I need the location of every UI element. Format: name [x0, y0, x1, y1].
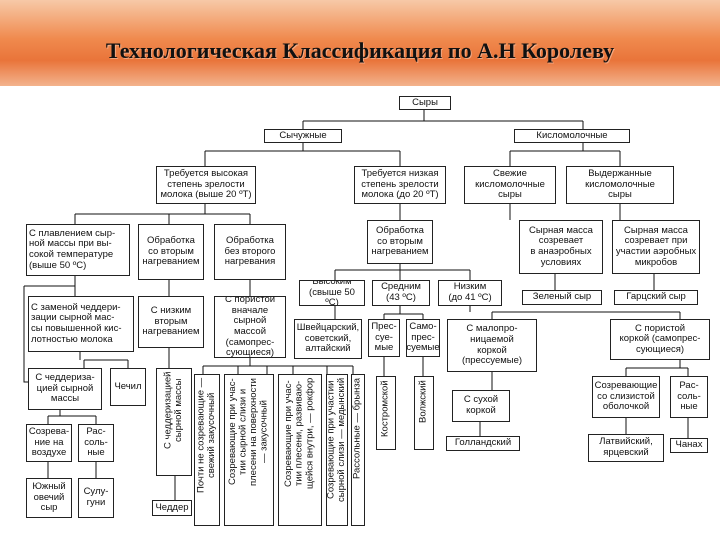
node-anaerobic: Сырная масса созревает в анаэробных усло…: [519, 220, 603, 274]
connector: [383, 357, 424, 376]
node-brine-right: Рас- соль- ные: [670, 376, 708, 418]
connector: [509, 141, 621, 166]
node-cheddar-replace: С заменой чеддери- зации сырной мас- сы …: [28, 296, 134, 352]
node-low-porous-rind: С малопро- ницаемой коркой (прессуемые): [447, 319, 537, 372]
connector: [204, 141, 401, 166]
node-high-maturity: Требуется высокая степень зрелости молок…: [156, 166, 256, 204]
node-chanakh: Чанах: [670, 438, 708, 453]
node-sour-milk: Кисломолочные: [514, 129, 630, 143]
node-cheddar: Чеддер: [152, 500, 192, 516]
node-mid-temp: Средним (43 ºС): [372, 280, 430, 306]
node-slimy-rind: Созревающие со слизистой оболочкой: [592, 376, 660, 418]
connector: [383, 306, 424, 319]
node-porous-rind: С пористой коркой (самопрес- сующиеся): [610, 319, 710, 360]
connector: [509, 204, 621, 220]
connector: [625, 360, 689, 376]
node-no-second-heating: Обработка без второго нагревания: [214, 224, 286, 280]
node-mold-surface: Созревающие при учас- тии сырной слизи и…: [224, 374, 274, 526]
connector: [202, 358, 354, 374]
node-melt-high-temp: С плавлением сыр- ной массы при вы- соко…: [26, 224, 130, 276]
node-aerobic: Сырная масса созревает при участии аэроб…: [612, 220, 700, 274]
connector: [24, 276, 76, 296]
node-low-temp: Низким (до 41 ºС): [438, 280, 502, 306]
title-banner: [0, 0, 720, 86]
node-zeleny: Зеленый сыр: [522, 290, 602, 305]
node-self-pressed: Само- прес- суемые: [406, 319, 440, 357]
node-low-second-heating: Обработка со вторым нагреванием: [367, 220, 433, 264]
node-brine-vertical: Рассольные — брынза: [351, 374, 365, 526]
node-aged-sour: Выдержанные кисломолочные сыры: [566, 166, 674, 204]
node-chechil: Чечил: [110, 368, 146, 406]
node-dutch: Голландский: [446, 436, 520, 451]
node-cheddar-vertical: С чеддеризацией сырной массы: [156, 368, 192, 476]
node-suluguni: Сулу- гуни: [78, 478, 114, 518]
connector: [74, 204, 251, 224]
node-ripen-air: Созрева- ние на воздухе: [26, 424, 72, 462]
node-kostroma: Костромской: [376, 376, 396, 450]
node-fresh-sour: Свежие кисломолочные сыры: [464, 166, 556, 204]
connector: [302, 110, 584, 129]
node-dry-rind: С сухой коркой: [452, 390, 510, 422]
connector: [334, 264, 471, 280]
node-pressed: Прес- суе- мые: [368, 319, 400, 357]
connector: [47, 410, 97, 424]
node-garsky: Гарцский сыр: [614, 290, 698, 305]
node-porous-top: С пористой вначале сырной массой (самопр…: [214, 296, 286, 358]
connector: [469, 306, 681, 319]
node-slime: Созревающие при участии сырной слизи — м…: [326, 374, 348, 526]
node-low-maturity: Требуется низкая степень зрелости молока…: [354, 166, 446, 204]
node-rennet: Сычужные: [264, 129, 342, 143]
node-cheeses: Сыры: [399, 96, 451, 110]
node-mold-inside: Созревающие при учас- тии плесени, разви…: [278, 374, 322, 526]
node-almost-none: Почти не созревающие — свежий закусочный: [194, 374, 220, 526]
node-swiss: Швейцарский, советский, алтайский: [294, 319, 362, 359]
node-cheddar-mass: С чеддериза- цией сырной массы: [28, 368, 102, 410]
node-second-heating: Обработка со вторым нагреванием: [138, 224, 204, 280]
node-latvian: Латвийский, ярцевский: [588, 434, 664, 462]
node-brine-left: Рас- соль- ные: [78, 424, 114, 462]
node-southern-sheep: Южный овечий сыр: [26, 478, 72, 518]
connector: [23, 286, 28, 383]
connector: [554, 274, 655, 290]
page-title: Технологическая Классификация по А.Н Кор…: [105, 38, 615, 63]
node-low-heat: С низким вторым нагреванием: [138, 296, 204, 348]
node-volzhsky: Волжский: [414, 376, 434, 450]
connector: [79, 352, 129, 368]
node-high-temp: Высоким (свыше 50 ºС): [299, 280, 365, 306]
